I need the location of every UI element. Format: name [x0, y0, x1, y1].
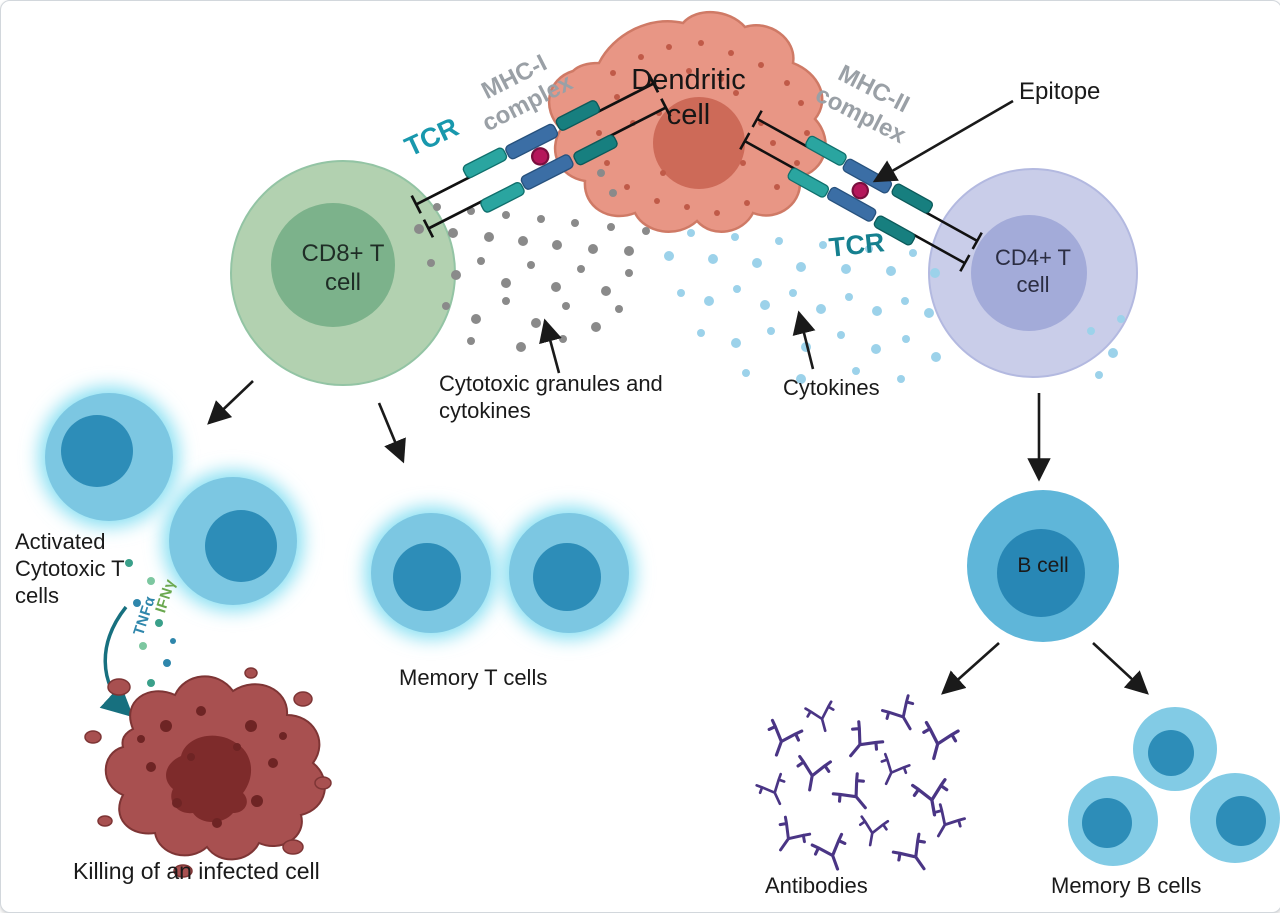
- dendritic-cell-shape: [547, 10, 827, 233]
- cd8-t-cell-shape: [230, 160, 456, 386]
- infected-cell-shape: [84, 667, 332, 878]
- antibodies-shape: [755, 694, 966, 871]
- ifn-tnf-secretion-dots: [125, 559, 176, 687]
- b-cell-shape: [967, 490, 1119, 642]
- dendritic-cell-label: Dendritic cell: [631, 64, 746, 132]
- activated-cytotoxic-t-cells-shape: [39, 387, 303, 611]
- tcr-right-label: TCR: [827, 227, 886, 263]
- cytotoxic-granules-label: Cytotoxic granules and cytokines: [439, 371, 663, 423]
- memory-t-cells-label: Memory T cells: [399, 665, 548, 690]
- memory-t-cells-shape: [365, 507, 635, 639]
- b-cell-label: B cell: [1017, 554, 1069, 577]
- cd4-t-cell-label: CD4+ T cell: [994, 245, 1071, 297]
- cytokines-label: Cytokines: [783, 375, 880, 400]
- killing-infected-cell-label: Killing of an infected cell: [73, 858, 320, 884]
- activated-cytotoxic-t-cells-label: Activated Cytotoxic T cells: [15, 529, 125, 608]
- memory-b-cells-shape: [1068, 707, 1280, 866]
- infected-cell-spots: [137, 706, 287, 828]
- flow-arrows: [207, 99, 1149, 695]
- memory-b-cells-label: Memory B cells: [1051, 873, 1202, 898]
- cytokine-dots: [664, 229, 1125, 384]
- cytotoxic-granule-dots: [414, 147, 650, 352]
- epitope-label: Epitope: [1019, 78, 1101, 105]
- cytotoxicity-arrow: [99, 605, 134, 718]
- antibodies-label: Antibodies: [765, 873, 868, 898]
- cd8-t-cell-label: CD8+ T cell: [301, 240, 385, 297]
- cd4-t-cell-shape: [928, 168, 1138, 378]
